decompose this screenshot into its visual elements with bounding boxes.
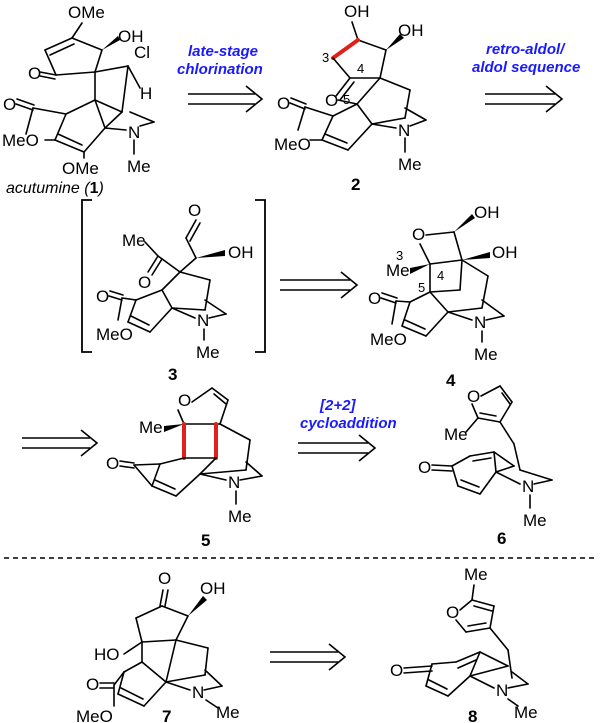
arrow-5-label-line1: [2+2] (319, 397, 356, 414)
arrow-4 (22, 429, 99, 457)
c4-num-4: 4 (437, 268, 444, 283)
c3-ketone-o: O (138, 273, 151, 292)
c1-enone-o: O (3, 95, 16, 114)
arrow-2: retro-aldol/ aldol sequence (472, 41, 580, 113)
compound-3-structure: O OH Me O N Me O MeO (81, 199, 266, 362)
c3-n-me: Me (196, 343, 220, 362)
c3-enone-o: O (96, 287, 109, 306)
c3-meo: MeO (96, 325, 133, 344)
compound-2-structure: OH OH 3 4 O 5 N Me O MeO (274, 2, 427, 174)
c4-oh-top: OH (474, 203, 500, 222)
c8-furan-o: O (446, 603, 459, 622)
c1-n: N (128, 123, 140, 142)
c3-oh: OH (228, 243, 254, 262)
c4-meo: MeO (370, 330, 407, 349)
c2-lactone-o: O (325, 91, 338, 110)
c5-me: Me (139, 418, 163, 437)
c2-num-3: 3 (322, 50, 329, 65)
c1-ome-top: OMe (68, 3, 105, 22)
c4-n: N (474, 313, 486, 332)
c1-oh: OH (118, 27, 144, 46)
compound-6-structure: O Me N Me O (418, 385, 553, 530)
c1-ome-bottom: OMe (62, 159, 99, 178)
c3-aldehyde-o: O (188, 201, 201, 220)
arrow-2-label-line1: retro-aldol/ (486, 41, 566, 58)
c4-number: 4 (446, 371, 456, 390)
arrow-3 (280, 271, 359, 299)
c5-number: 5 (201, 531, 210, 550)
c4-enone-o: O (368, 289, 381, 308)
c6-enone-o: O (418, 458, 431, 477)
c8-enone-o: O (390, 661, 403, 680)
c4-num-5: 5 (418, 280, 425, 295)
c6-me: Me (444, 425, 468, 444)
c1-cl: Cl (134, 43, 150, 62)
c1-meo: MeO (2, 131, 39, 150)
compound-5-structure: O Me N Me O (106, 387, 263, 526)
c6-n: N (522, 477, 534, 496)
compound-7-structure: O OH HO N Me O MeO (76, 569, 240, 723)
c7-n-me: Me (216, 703, 240, 722)
c7-enone-o: O (86, 675, 99, 694)
c2-n: N (398, 121, 410, 140)
c5-n: N (228, 473, 240, 492)
c2-oh-top: OH (344, 2, 370, 21)
c8-number: 8 (468, 707, 477, 723)
c6-n-me: Me (523, 511, 547, 530)
c8-n: N (496, 681, 508, 700)
c2-n-me: Me (398, 155, 422, 174)
c2-enone-o: O (277, 94, 290, 113)
compound-1-structure: OMe OH O Cl H N Me O (2, 3, 155, 178)
c7-ho: HO (94, 645, 120, 664)
c6-furan-o: O (467, 387, 480, 406)
c5-n-me: Me (228, 507, 252, 526)
arrow-6 (270, 643, 347, 671)
c6-number: 6 (497, 529, 506, 548)
c7-ketone-o: O (158, 569, 171, 588)
c1-n-me: Me (127, 157, 151, 176)
arrow-5: [2+2] cycloaddition (298, 397, 397, 462)
arrow-5-label-line2: cycloaddition (300, 415, 397, 432)
arrow-2-label-line2: aldol sequence (472, 59, 580, 76)
c7-meo: MeO (76, 707, 113, 723)
c7-n: N (192, 683, 204, 702)
c7-oh: OH (200, 579, 226, 598)
c5-enone-o: O (106, 454, 119, 473)
c2-oh-right: OH (398, 21, 424, 40)
c3-me: Me (122, 231, 146, 250)
c8-me: Me (464, 565, 488, 584)
arrow-1-label-line1: late-stage (188, 43, 258, 60)
c4-ring-o: O (412, 225, 425, 244)
c2-meo: MeO (274, 135, 311, 154)
c7-number: 7 (162, 707, 171, 723)
arrow-1: late-stage chlorination (177, 43, 264, 113)
c3-number: 3 (168, 365, 177, 384)
c4-n-me: Me (474, 345, 498, 364)
c1-ketone-o: O (28, 64, 41, 83)
c2-number: 2 (351, 175, 360, 194)
c1-name-label: acutumine (1) (6, 180, 104, 197)
c2-num-5: 5 (343, 92, 350, 107)
c8-n-me: Me (514, 703, 538, 722)
c3-n: N (197, 311, 209, 330)
compound-4-structure: OH OH O 3 Me 4 5 N Me O M (368, 203, 518, 364)
arrow-1-label-line2: chlorination (177, 61, 263, 78)
c4-me: Me (386, 261, 410, 280)
c4-oh-right: OH (492, 243, 518, 262)
c2-num-4: 4 (357, 61, 364, 76)
c1-h: H (140, 84, 152, 103)
c4-num-3: 3 (396, 248, 403, 263)
c5-furan-o: O (178, 391, 191, 410)
compound-8-structure: Me O N Me O (390, 565, 538, 722)
